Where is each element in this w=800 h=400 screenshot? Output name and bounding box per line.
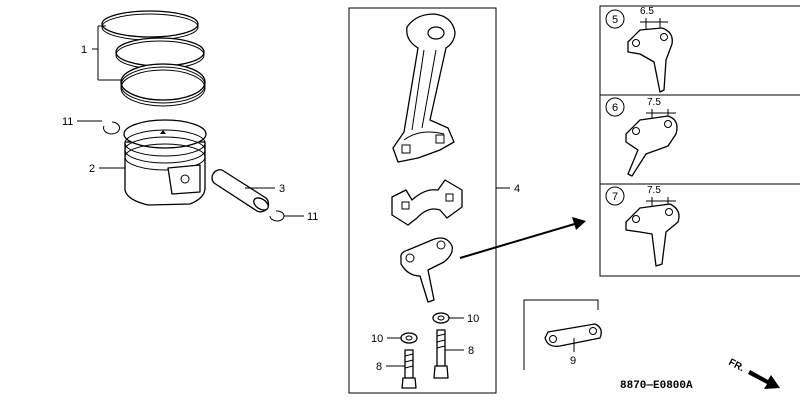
callout-11a: 11 xyxy=(62,116,73,128)
piston-pin xyxy=(211,169,270,213)
washer-right xyxy=(432,312,450,324)
bolt-right xyxy=(433,329,449,379)
lock-plate-frame xyxy=(523,299,599,370)
variant-6-dimension: 7.5 xyxy=(647,97,661,108)
piston-pin-clip-left xyxy=(103,121,121,135)
variant-5: 5 6.5 xyxy=(605,6,673,93)
front-direction-label: FR. xyxy=(727,357,747,374)
connecting-rod-group-frame xyxy=(348,7,497,394)
callout-10b: 10 xyxy=(467,313,479,325)
piston xyxy=(123,119,207,206)
front-direction-indicator: FR. xyxy=(727,357,780,389)
variant-pointer-arrow xyxy=(459,217,586,259)
callout-4: 4 xyxy=(514,183,520,195)
callout-11b: 11 xyxy=(307,211,318,223)
diagram-code: 8870—E0800A xyxy=(620,380,693,392)
callout-3: 3 xyxy=(279,183,285,195)
variant-7-dimension: 7.5 xyxy=(647,185,661,196)
washer-left xyxy=(400,332,418,344)
callout-2: 2 xyxy=(89,163,95,175)
variant-5-number: 5 xyxy=(612,14,618,26)
bolt-left xyxy=(401,349,417,389)
connecting-rod-cap xyxy=(391,179,463,226)
variant-6-number: 6 xyxy=(612,102,618,114)
variant-5-dimension: 6.5 xyxy=(640,6,654,17)
callout-8b: 8 xyxy=(468,345,474,357)
connecting-rod xyxy=(392,13,456,163)
variant-7-number: 7 xyxy=(612,191,618,203)
callout-8a: 8 xyxy=(376,361,382,373)
variant-7: 7 7.5 xyxy=(605,185,680,267)
dipper-variants-panel xyxy=(599,5,800,277)
callout-9: 9 xyxy=(570,355,576,367)
piston-rings xyxy=(101,10,206,107)
callout-leader-1 xyxy=(92,25,122,81)
callout-10a: 10 xyxy=(371,333,383,345)
lock-plate xyxy=(544,323,602,347)
variant-6: 6 7.5 xyxy=(605,97,678,177)
oil-dipper xyxy=(400,237,453,303)
callout-1: 1 xyxy=(81,44,87,56)
front-direction-arrow-icon xyxy=(748,370,780,389)
piston-pin-clip-right xyxy=(269,210,285,222)
